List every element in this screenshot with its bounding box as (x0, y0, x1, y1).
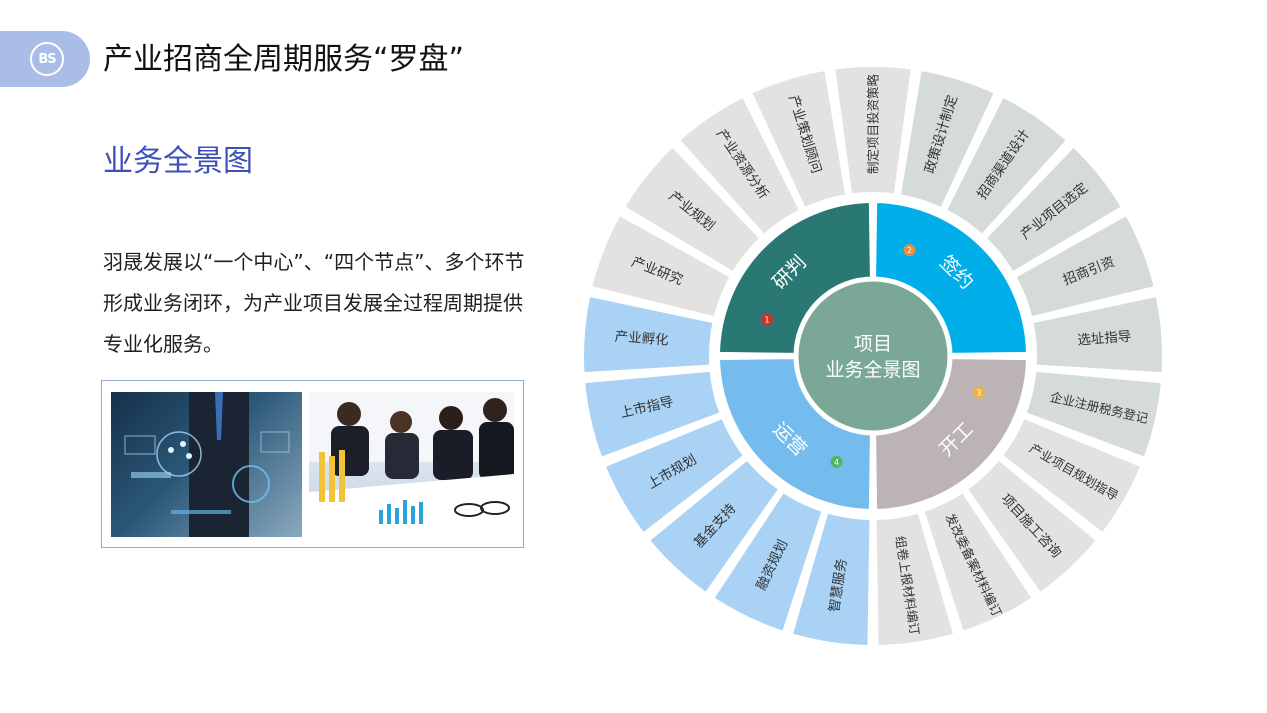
stage-number-badge (972, 386, 985, 399)
outer-segment (790, 511, 872, 647)
outer-segment (1031, 294, 1164, 375)
stage-number: 1 (765, 316, 770, 325)
outer-item-label: 制定项目投资策略 (866, 74, 881, 175)
stage-number-badge (903, 244, 916, 257)
outer-segment (677, 95, 802, 237)
outer-segment (583, 369, 722, 459)
center-label-line-2: 业务全景图 (825, 359, 920, 381)
outer-segment (1014, 213, 1156, 319)
outer-segment (944, 95, 1069, 237)
stage-number: 3 (976, 388, 981, 397)
logo-tab: BS (0, 31, 90, 87)
outer-segment (1024, 369, 1163, 459)
outer-segment (590, 213, 732, 319)
stage-number-badge (830, 455, 843, 468)
outer-segment (922, 490, 1034, 633)
stage-number: 4 (834, 458, 839, 467)
description-text: 羽晟发展以“一个中心”、“四个节点”、多个环节形成业务闭环，为产业项目发展全过程… (103, 250, 525, 356)
page-title: 产业招商全周期服务“罗盘” (103, 42, 465, 77)
outer-segment (965, 458, 1099, 595)
brand-logo-icon: BS (30, 42, 64, 76)
center-circle (793, 276, 953, 436)
outer-segment (833, 65, 913, 196)
outer-segment (874, 511, 956, 647)
stage-number: 2 (907, 246, 912, 255)
outer-segment (984, 145, 1124, 274)
outer-item-label: 产业孵化 (614, 329, 669, 349)
outer-segment (647, 458, 781, 595)
section-title: 业务全景图 (103, 144, 253, 179)
business-tech-photo (111, 392, 302, 537)
outer-item-label: 选址指导 (1077, 329, 1132, 349)
outer-segment (749, 68, 848, 210)
outer-segment (898, 68, 997, 210)
outer-segment (712, 490, 824, 633)
outer-item-label: 智慧服务 (826, 558, 850, 614)
photo-frame (101, 380, 524, 548)
team-meeting-photo (309, 392, 514, 537)
outer-segment (622, 145, 762, 274)
outer-segment (1000, 416, 1143, 535)
outer-segment (603, 416, 746, 535)
outer-segment (582, 294, 715, 375)
center-label-line-1: 项目 (854, 333, 892, 355)
stage-number-badge (761, 313, 774, 326)
